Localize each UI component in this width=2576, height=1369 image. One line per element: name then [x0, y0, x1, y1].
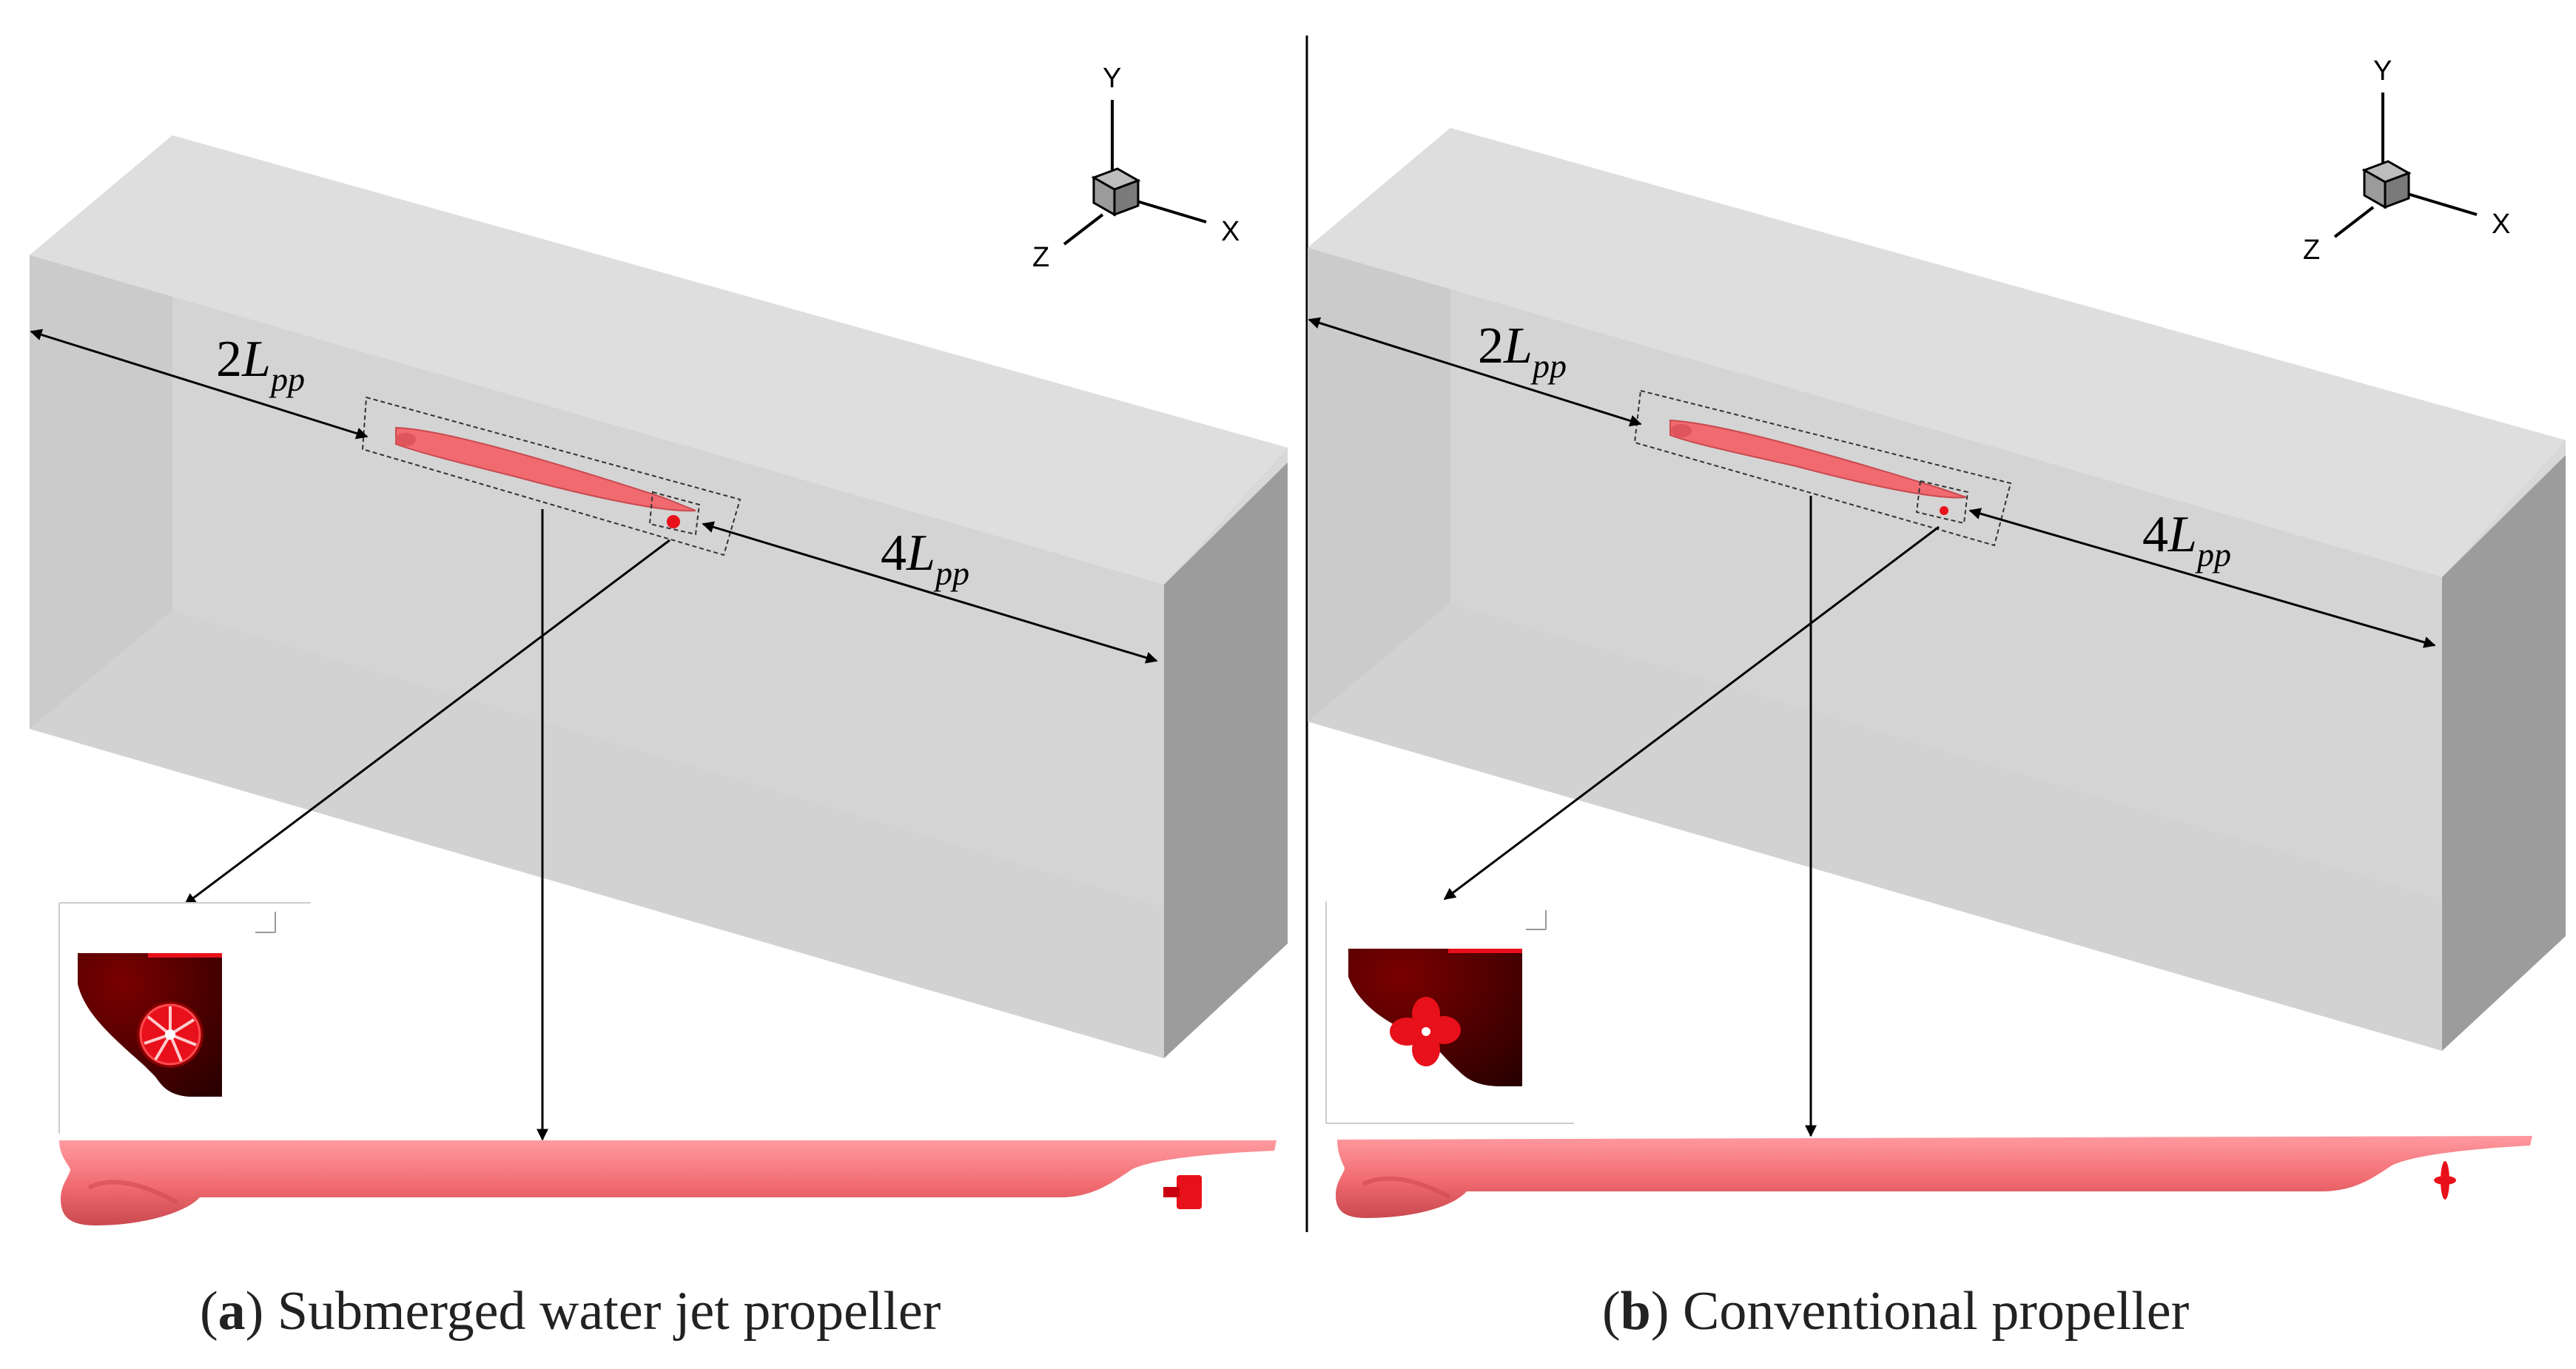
stern-inset-waterjet: [58, 902, 312, 1134]
dim-arrow-4lpp: [702, 521, 1158, 664]
stern-dashed-box: [648, 491, 701, 536]
caption-panel-b: (b) Conventional propeller: [1602, 1281, 2190, 1342]
panel-b: 2Lpp 4Lpp Y X Z: [1308, 56, 2566, 1218]
dim-arrow-2lpp: [1308, 317, 1642, 427]
domain-ship-hull: [1669, 419, 1967, 499]
hull-profile-side-view: [1336, 1136, 2532, 1218]
waterjet-propulsor: [1163, 1175, 1202, 1209]
dim-label-4lpp: 4Lpp: [2142, 506, 2231, 574]
propeller-propulsor: [2434, 1161, 2456, 1200]
domain-ship-hull: [395, 426, 696, 512]
dim-arrow-4lpp: [1968, 508, 2436, 648]
axis-label-x: X: [1221, 216, 1240, 247]
leader-to-stern-inset: [184, 539, 670, 906]
dim-label-2lpp: 2Lpp: [216, 331, 305, 398]
dim-label-4lpp: 4Lpp: [881, 525, 969, 592]
stern-inset-propeller: [1325, 901, 1578, 1124]
domain-propulsor-marker: [1940, 506, 1948, 515]
coordinate-axes: Y X Z: [2303, 56, 2510, 266]
leader-to-stern-inset: [1443, 525, 1940, 901]
domain-propulsor-marker: [667, 515, 680, 528]
dim-label-2lpp: 2Lpp: [1478, 317, 1567, 385]
panel-a: 2Lpp 4Lpp Y X Z: [30, 63, 1288, 1225]
axis-label-y: Y: [2373, 56, 2392, 87]
coordinate-axes: Y X Z: [1032, 63, 1240, 273]
stern-dashed-box: [1915, 480, 1969, 525]
dim-arrow-2lpp: [30, 329, 369, 440]
axis-label-z: Z: [1032, 242, 1049, 273]
hull-profile-side-view: [59, 1140, 1277, 1225]
axis-label-x: X: [2492, 209, 2510, 240]
caption-panel-a: (a) Submerged water jet propeller: [200, 1281, 941, 1342]
axis-label-y: Y: [1103, 63, 1121, 94]
axis-label-z: Z: [2303, 235, 2320, 266]
